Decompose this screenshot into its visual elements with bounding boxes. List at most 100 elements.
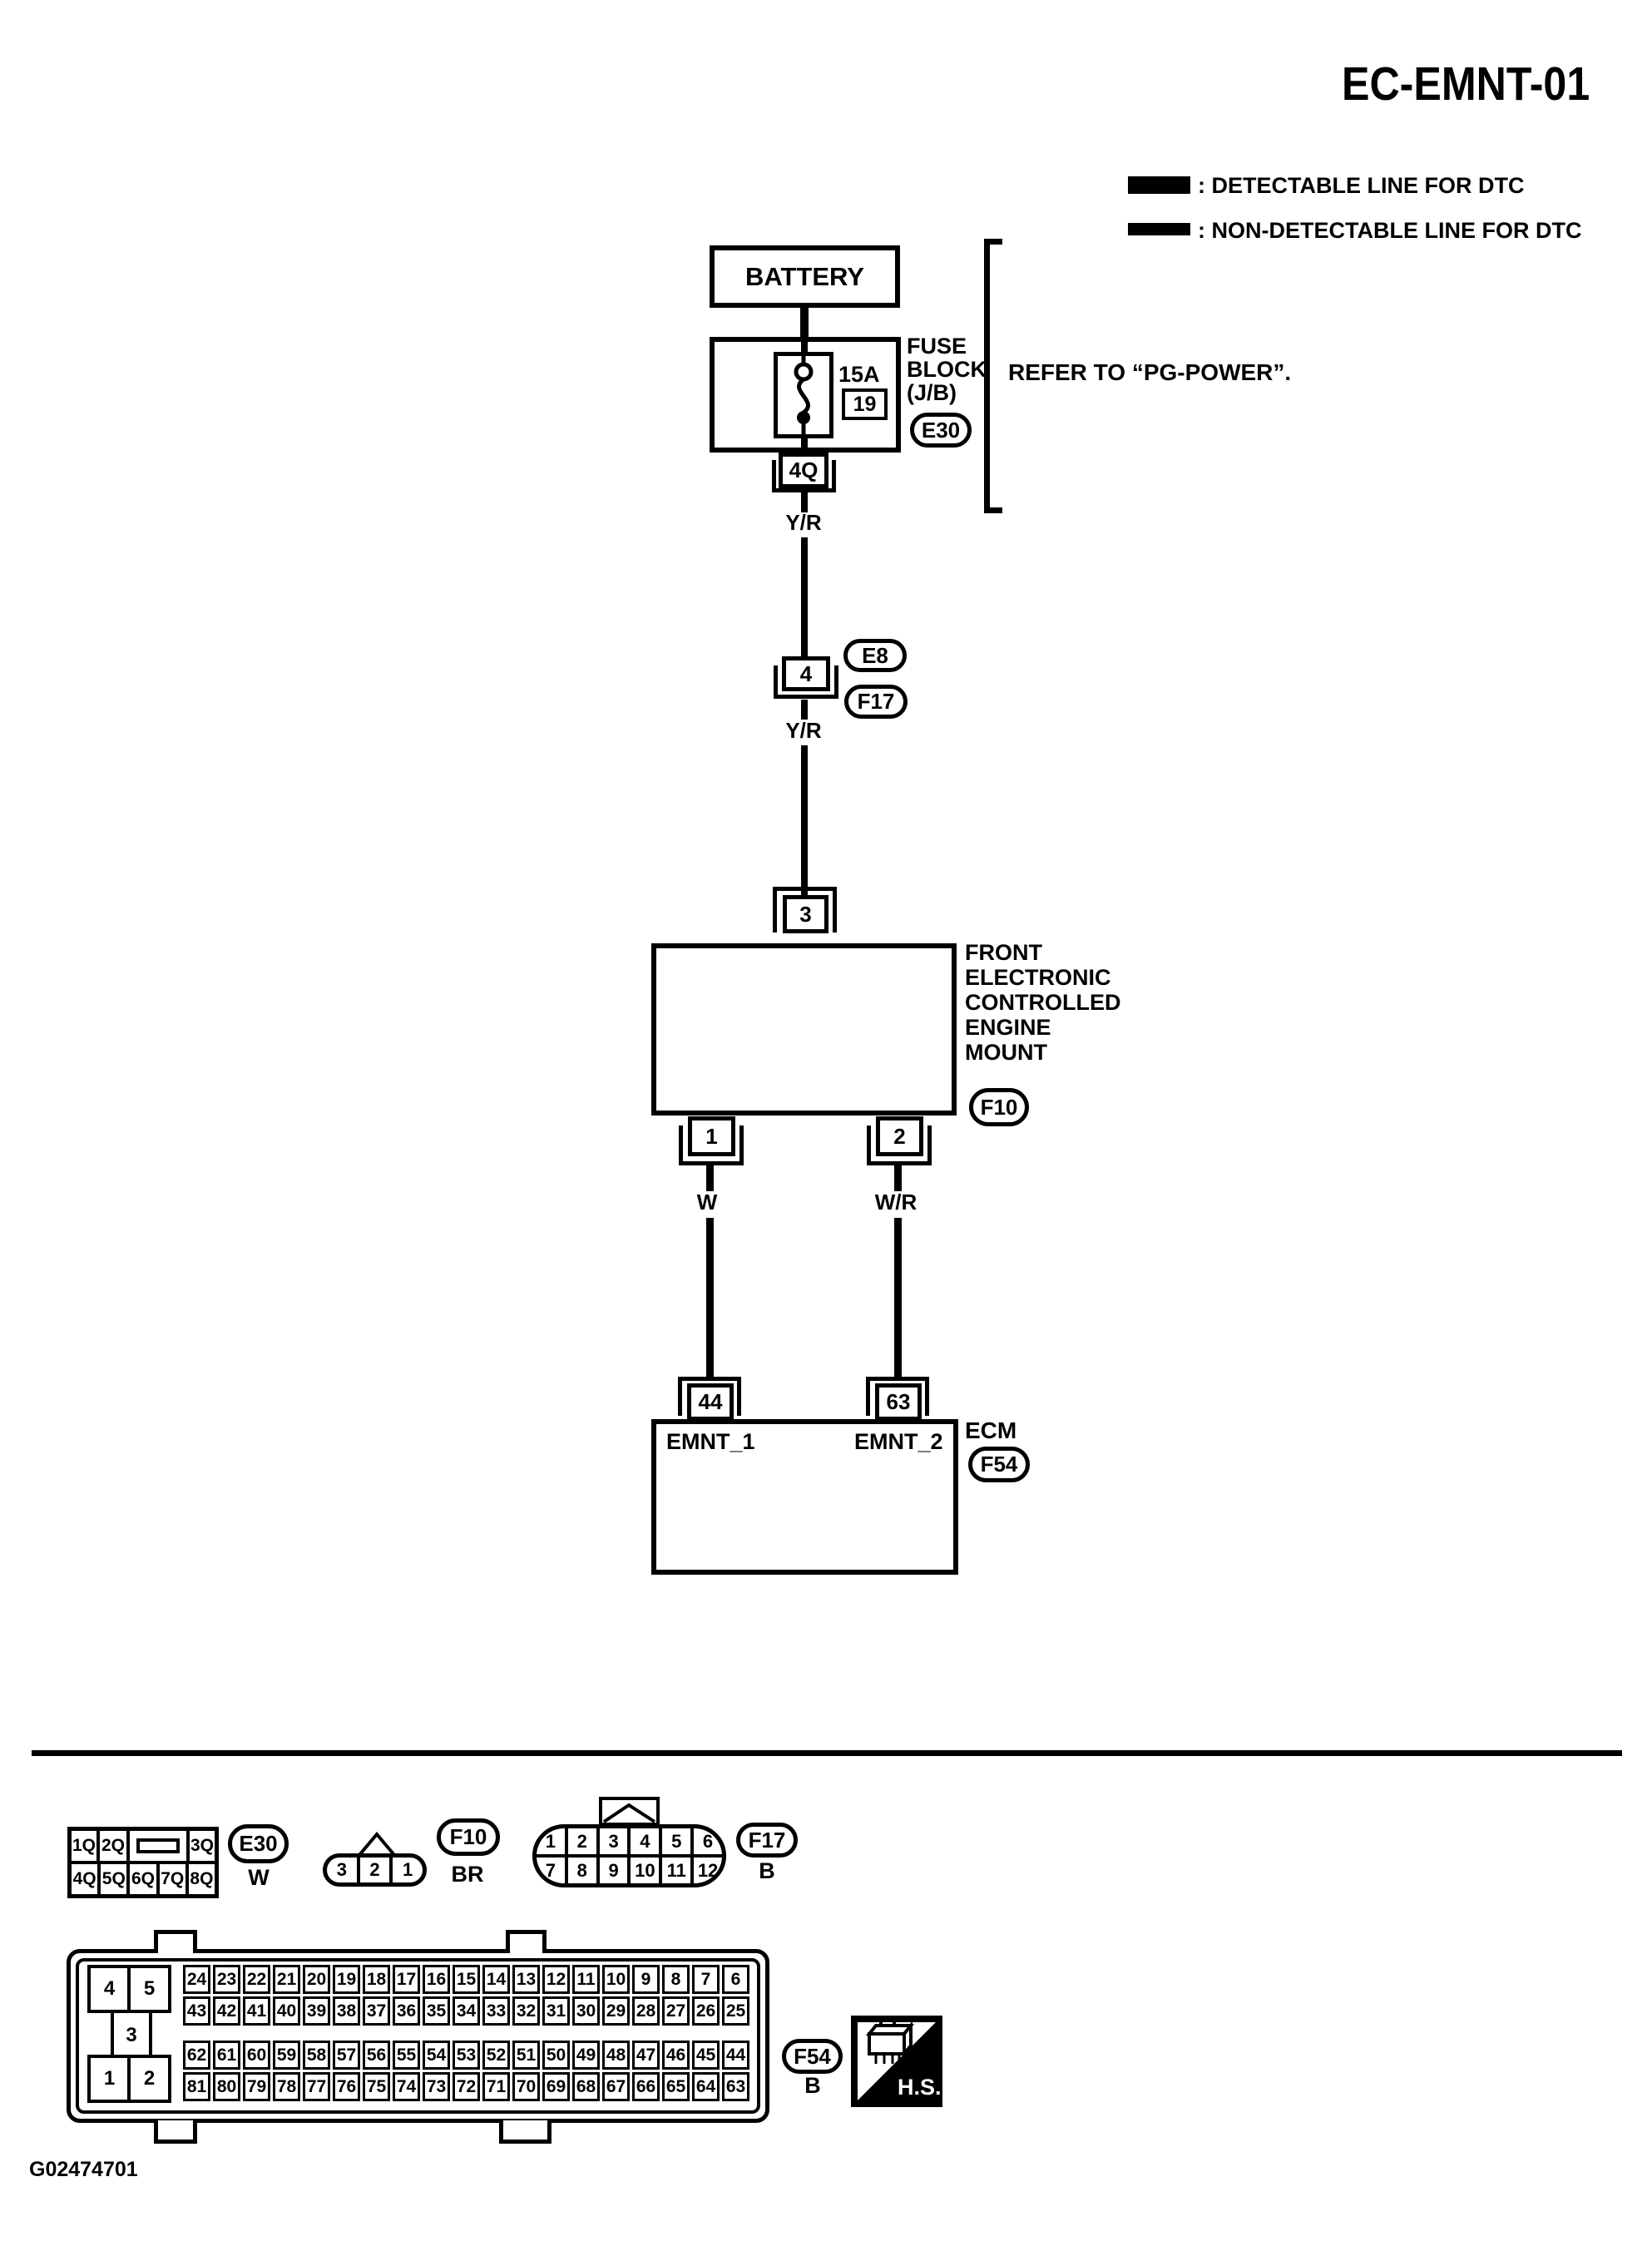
grid-cell: 12 (542, 1965, 570, 1994)
grid-cell: 25 (722, 1996, 749, 2026)
engine-mount-box (651, 943, 957, 1116)
grid-cell: 61 (213, 2041, 240, 2070)
grid-cell: 16 (423, 1965, 450, 1994)
fuse-rating-label: 15A (838, 362, 880, 387)
grid-cell: 2 (567, 1828, 596, 1854)
engine-mount-caption-line: FRONT (965, 940, 1042, 965)
grid-cell: 69 (542, 2072, 570, 2101)
grid-cell: 42 (213, 1996, 240, 2026)
grid-cell: 70 (512, 2072, 540, 2101)
connector-2: 2 (876, 1116, 923, 1156)
e30-top-row: 1Q 2Q 3Q (72, 1831, 215, 1861)
ecm-pin-label-emnt2: EMNT_2 (854, 1429, 943, 1454)
e30-cell: 3Q (190, 1831, 215, 1861)
grid-cell: 45 (692, 2041, 720, 2070)
grid-cell: 26 (692, 1996, 720, 2026)
grid-cell: 46 (662, 2041, 690, 2070)
grid-cell: 7Q (159, 1864, 185, 1894)
grid-cell: 72 (453, 2072, 480, 2101)
grid-cell: 62 (183, 2041, 210, 2070)
grid-cell: 3 (327, 1858, 357, 1882)
e30-slot (136, 1838, 180, 1853)
grid-cell: 17 (393, 1965, 420, 1994)
grid-cell: 33 (482, 1996, 510, 2026)
grid-cell: 53 (453, 2041, 480, 2070)
legend-detectable-line-sample (1128, 176, 1190, 194)
grid-cell: 10 (602, 1965, 630, 1994)
grid-cell: 20 (303, 1965, 330, 1994)
wire-yr-upper-b (801, 537, 808, 658)
grid-cell: 7 (537, 1858, 565, 1883)
grid-cell: 71 (482, 2072, 510, 2101)
connector-4q-bracket (772, 460, 836, 492)
connector-1: 1 (688, 1116, 735, 1156)
grid-cell: 59 (273, 2041, 300, 2070)
connector-tag-f17: F17 (844, 685, 908, 719)
grid-cell: 12 (694, 1858, 722, 1883)
grid-cell: 5 (662, 1828, 691, 1854)
ecm-shell-tab-top-left (154, 1930, 197, 1953)
grid-cell: 68 (572, 2072, 600, 2101)
grid-cell: 15 (453, 1965, 480, 1994)
wire-battery-to-fuseblock (800, 304, 809, 339)
grid-cell: 6 (694, 1828, 722, 1854)
grid-cell: 55 (393, 2041, 420, 2070)
ecm-shell-tab-bottom-left (154, 2120, 197, 2144)
footer-color-f10: BR (451, 1861, 484, 1887)
connector-1-bracket (679, 1125, 744, 1165)
connector-2-bracket (867, 1125, 932, 1165)
connector-3-bracket (773, 887, 837, 933)
wire-yr-upper-a (801, 489, 808, 512)
grid-cell: 47 (632, 2041, 660, 2070)
grid-cell: 23 (213, 1965, 240, 1994)
ecm-key-cell-2: 2 (127, 2055, 171, 2103)
connector-4q: 4Q (779, 453, 828, 488)
grid-cell: 49 (572, 2041, 600, 2070)
grid-cell: 35 (423, 1996, 450, 2026)
grid-cell: 6Q (130, 1864, 156, 1894)
grid-cell: 5Q (101, 1864, 127, 1894)
footer-tag-f17: F17 (736, 1823, 798, 1858)
grid-cell: 29 (602, 1996, 630, 2026)
grid-cell: 56 (363, 2041, 390, 2070)
grid-cell: 22 (243, 1965, 270, 1994)
grid-cell: 36 (393, 1996, 420, 2026)
grid-cell: 37 (363, 1996, 390, 2026)
fuse-block-caption: FUSE BLOCK (J/B) (907, 334, 987, 404)
ecm-shell-tab-top-right (506, 1930, 547, 1953)
grid-cell: 21 (273, 1965, 300, 1994)
e30-cell: 1Q (72, 1831, 96, 1861)
grid-cell: 57 (333, 2041, 360, 2070)
hs-badge-triangle (854, 2019, 939, 2104)
fuse-icon (794, 356, 814, 434)
connector-tag-e8: E8 (843, 639, 907, 672)
grid-cell: 2 (359, 1858, 390, 1882)
grid-cell: 6 (722, 1965, 749, 1994)
fuse-symbol (774, 352, 833, 438)
ecm-box (651, 1419, 958, 1575)
grid-cell: 8 (662, 1965, 690, 1994)
grid-cell: 73 (423, 2072, 450, 2101)
grid-cell: 66 (632, 2072, 660, 2101)
grid-cell: 4 (631, 1828, 660, 1854)
wire-fuseblock-top (801, 335, 808, 354)
connector-tag-e30: E30 (910, 413, 972, 448)
grid-cell: 11 (662, 1858, 691, 1883)
e30-slot-cell (130, 1831, 186, 1861)
grid-cell: 52 (482, 2041, 510, 2070)
grid-cell: 77 (303, 2072, 330, 2101)
grid-cell: 41 (243, 1996, 270, 2026)
wire-color-label-yr-1: Y/R (785, 509, 822, 535)
ecm-key-line-left (111, 2011, 114, 2056)
grid-cell: 40 (273, 1996, 300, 2026)
ecm-pin-label-emnt1: EMNT_1 (666, 1429, 755, 1454)
ecm-key-line-right (149, 2011, 152, 2056)
connector-tag-f54: F54 (968, 1447, 1030, 1482)
grid-cell: 14 (482, 1965, 510, 1994)
fuse-number-box: 19 (842, 388, 888, 420)
grid-cell: 9 (632, 1965, 660, 1994)
ecm-key-cell-4: 4 (87, 1965, 131, 2013)
